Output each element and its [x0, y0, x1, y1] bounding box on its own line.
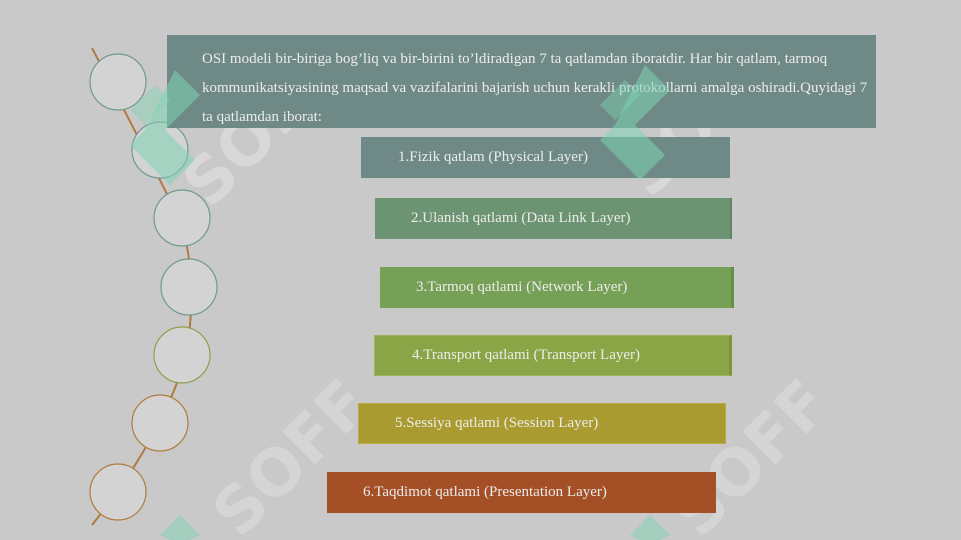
timeline-circle [131, 394, 189, 452]
layer-bar-network: 3.Tarmoq qatlami (Network Layer) [380, 267, 734, 308]
timeline-circle [131, 121, 189, 179]
timeline-circle [153, 189, 211, 247]
layer-label: 4.Transport qatlami (Transport Layer) [412, 347, 641, 363]
layer-label: 6.Taqdimot qatlami (Presentation Layer) [363, 484, 607, 500]
layer-label: 2.Ulanish qatlami (Data Link Layer) [411, 210, 631, 226]
timeline-circle [89, 53, 147, 111]
layer-bar-transport: 4.Transport qatlami (Transport Layer) [374, 335, 732, 376]
layer-label: 3.Tarmoq qatlami (Network Layer) [416, 279, 628, 295]
layer-label: 1.Fizik qatlam (Physical Layer) [398, 149, 588, 165]
intro-panel: OSI modeli bir-biriga bog’liq va bir-bir… [167, 35, 876, 128]
layer-label: 5.Sessiya qatlami (Session Layer) [395, 415, 599, 431]
layer-bar-session: 5.Sessiya qatlami (Session Layer) [358, 403, 726, 444]
layer-bar-data-link: 2.Ulanish qatlami (Data Link Layer) [375, 198, 732, 239]
timeline-circle [89, 463, 147, 521]
timeline-circle [153, 326, 211, 384]
intro-text: OSI modeli bir-biriga bog’liq va bir-bir… [202, 51, 868, 125]
layer-bar-physical: 1.Fizik qatlam (Physical Layer) [361, 137, 730, 178]
timeline-circle [160, 258, 218, 316]
layer-bar-presentation: 6.Taqdimot qatlami (Presentation Layer) [327, 472, 716, 513]
